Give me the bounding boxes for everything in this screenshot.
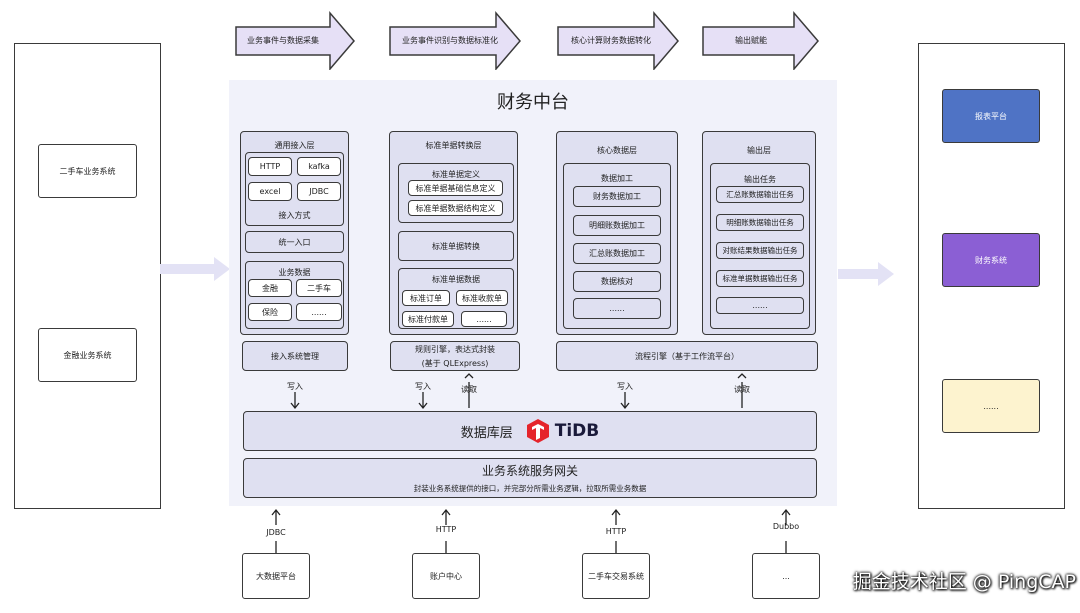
biz-item-used-car: 二手车 (296, 279, 342, 297)
standard-convert: 标准单据转换 (398, 231, 514, 261)
standard-def-label: 标准单据定义 (432, 170, 480, 179)
output-item-summary: 汇总账数据输出任务 (716, 186, 804, 203)
biz-item-more: ...... (296, 303, 342, 321)
std-item-order: 标准订单 (402, 290, 450, 306)
output-item-reconcile: 对账结果数据输出任务 (716, 242, 804, 259)
core-item-detail: 明细账数据加工 (573, 215, 661, 236)
service-gateway: 业务系统服务网关 封装业务系统提供的接口，并完部分所需业务逻辑，拉取所需业务数据 (243, 458, 817, 498)
method-excel: excel (248, 182, 292, 201)
rule-engine-box: 规则引擎，表达式封装 (基于 QLExpress) (390, 341, 520, 371)
core-proc-label: 数据加工 (601, 174, 633, 183)
bottom-arrow-dubbo: Dubbo (772, 522, 800, 531)
rule-engine-line1: 规则引擎，表达式封装 (415, 344, 495, 354)
core-item-check: 数据核对 (573, 271, 661, 292)
rule-engine-line2: (基于 QLExpress) (421, 358, 489, 368)
center-title: 财务中台 (497, 92, 569, 113)
stage-arrow-3 (557, 10, 679, 70)
arrow-read-1: 读取 (461, 385, 477, 394)
output-item-detail: 明细账数据输出任务 (716, 214, 804, 231)
left-system-used-car: 二手车业务系统 (38, 144, 137, 198)
std-item-receipt: 标准收款单 (456, 290, 508, 306)
std-item-payment: 标准付款单 (402, 311, 454, 327)
core-item-finance: 财务数据加工 (573, 186, 661, 207)
arrow-read-2: 读取 (734, 385, 750, 394)
gateway-desc: 封装业务系统提供的接口，并完部分所需业务逻辑，拉取所需业务数据 (413, 484, 647, 493)
stage-label-2: 业务事件识别与数据标准化 (402, 36, 498, 45)
bottom-system-account: 账户中心 (412, 553, 480, 599)
std-item-more: ...... (461, 311, 507, 327)
database-layer: 数据库层 TiDB (243, 411, 817, 451)
bottom-arrow-http-1: HTTP (435, 525, 457, 534)
left-flow-arrow (160, 257, 230, 281)
bottom-system-more: ... (752, 553, 820, 599)
biz-data-label: 业务数据 (278, 268, 311, 277)
tidb-logo-icon (526, 419, 549, 443)
gateway-title: 业务系统服务网关 (481, 464, 578, 478)
method-kafka: kafka (297, 157, 341, 176)
right-flow-arrow (838, 262, 894, 286)
method-http: HTTP (248, 157, 292, 176)
tidb-label: TiDB (554, 421, 600, 441)
right-system-finance: 财务系统 (942, 233, 1040, 287)
stage-label-3: 核心计算财务数据转化 (571, 36, 651, 45)
output-task-label: 输出任务 (744, 175, 776, 184)
core-item-summary: 汇总账数据加工 (573, 243, 661, 264)
stage-label-4: 输出赋能 (735, 36, 767, 45)
core-layer-title: 核心数据层 (597, 146, 637, 155)
layer-arrows (290, 373, 747, 410)
standard-layer-title: 标准单据转换层 (425, 141, 482, 150)
biz-item-finance: 金融 (248, 279, 292, 297)
access-system-management: 接入系统管理 (242, 341, 348, 371)
arrow-write-2: 写入 (415, 382, 431, 391)
standard-data-label: 标准单据数据 (432, 275, 480, 284)
stage-label-1: 业务事件与数据采集 (247, 36, 319, 45)
right-system-report: 报表平台 (942, 89, 1040, 143)
bottom-system-bigdata: 大数据平台 (242, 553, 310, 599)
left-source-panel (14, 43, 161, 509)
arrow-write-1: 写入 (287, 382, 303, 391)
bottom-arrows (271, 508, 791, 553)
core-item-more: ...... (573, 298, 661, 319)
biz-item-insurance: 保险 (248, 303, 292, 321)
access-methods-label: 接入方式 (278, 211, 311, 220)
watermark-text: 掘金技术社区 @ PingCAP (852, 571, 1076, 593)
output-item-standard: 标准单据数据输出任务 (716, 270, 804, 287)
standard-def-structure: 标准单据数据结构定义 (408, 200, 503, 216)
bottom-system-trade: 二手车交易系统 (582, 553, 650, 599)
method-jdbc: JDBC (297, 182, 341, 201)
output-layer-title: 输出层 (747, 146, 771, 155)
output-item-more: ...... (716, 297, 804, 314)
stage-arrow-1 (235, 10, 355, 70)
process-engine-box: 流程引擎（基于工作流平台） (556, 341, 818, 371)
bottom-arrow-jdbc: JDBC (266, 528, 286, 537)
right-system-more: ...... (942, 379, 1040, 433)
arrow-write-3: 写入 (617, 382, 633, 391)
stage-arrows (235, 10, 819, 70)
access-layer-title: 通用接入层 (274, 141, 315, 150)
stage-arrow-4 (702, 10, 819, 70)
stage-arrow-2 (389, 10, 521, 70)
bottom-arrow-http-2: HTTP (605, 527, 627, 536)
database-layer-label: 数据库层 (460, 425, 513, 441)
unified-entry: 统一入口 (245, 231, 344, 253)
standard-def-basic: 标准单据基础信息定义 (408, 180, 503, 196)
left-system-finance: 金融业务系统 (38, 328, 137, 382)
